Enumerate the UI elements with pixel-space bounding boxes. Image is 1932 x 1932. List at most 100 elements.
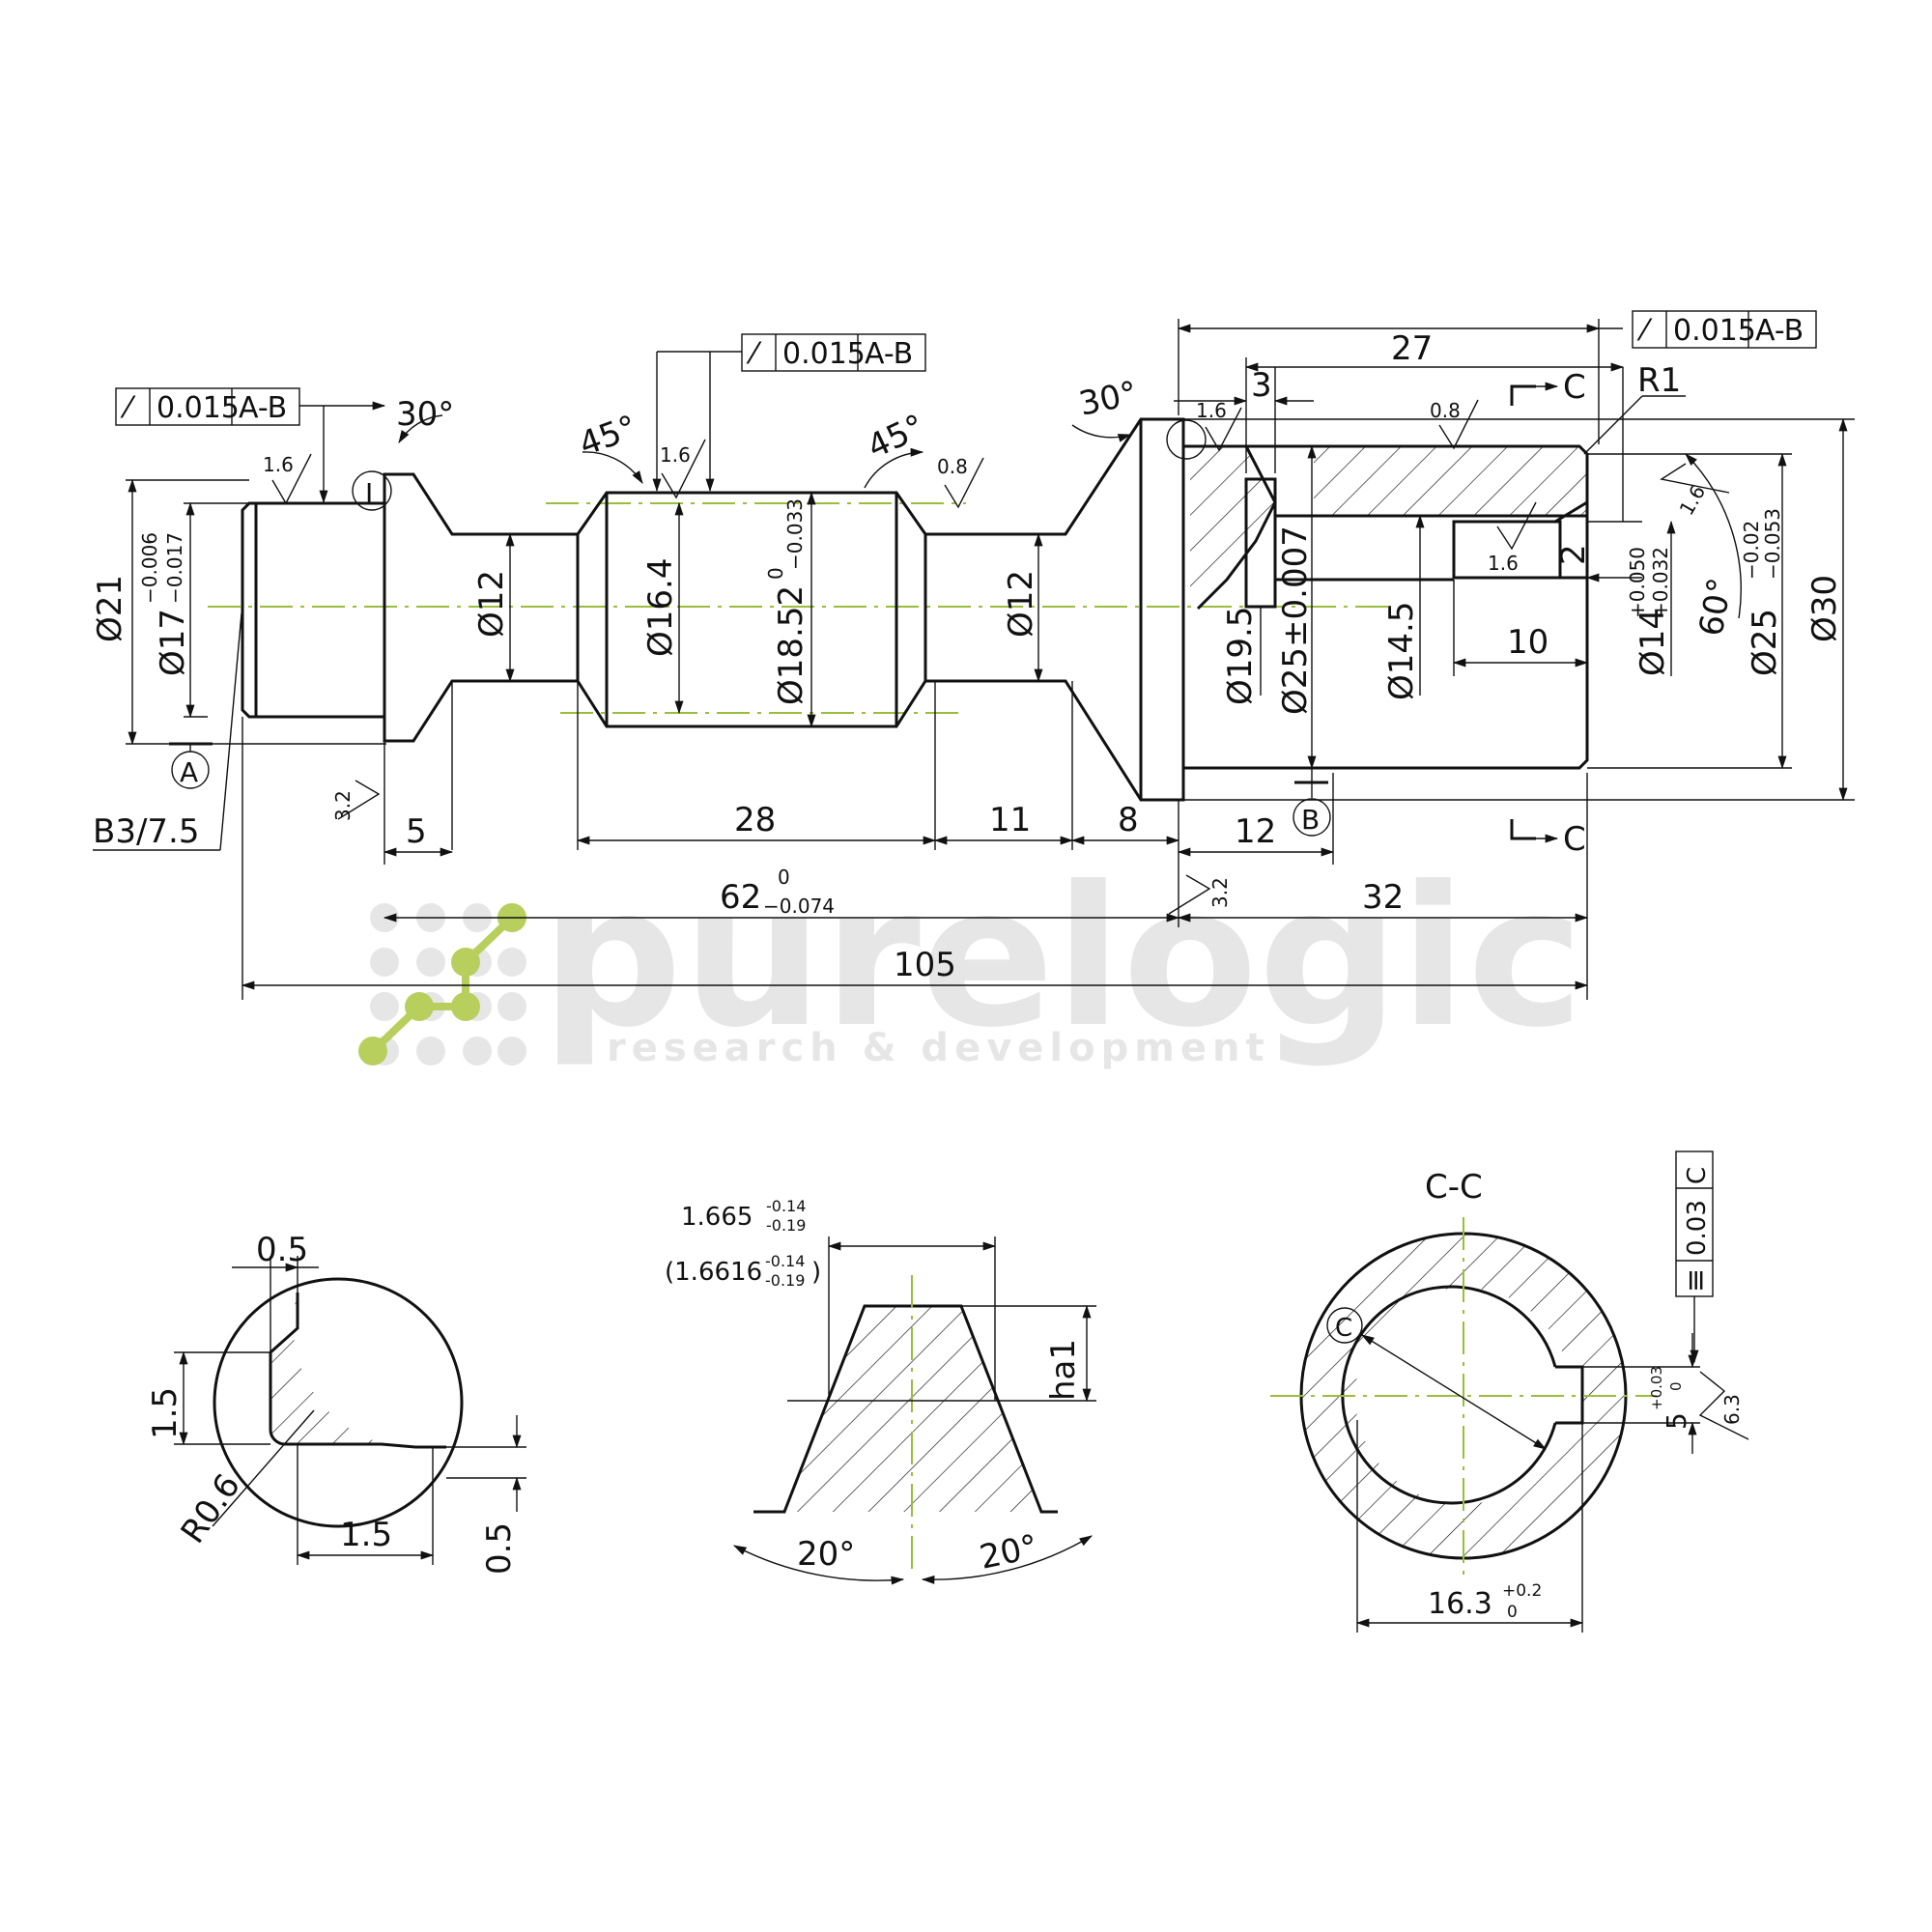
section-key-tol-lower: 0: [1667, 1381, 1685, 1391]
hatched-break: [1190, 446, 1275, 609]
section-cut-label-top: C: [1563, 368, 1586, 407]
dim-len-8: 8: [1118, 801, 1139, 839]
tooth-angle-right: 20°: [977, 1527, 1041, 1577]
dim-d18-52-tol-upper: 0: [764, 567, 787, 580]
groove-w-top: 0.5: [256, 1231, 308, 1269]
dim-angle-30-right: 30°: [1076, 374, 1141, 424]
watermark: purelogic research & development: [358, 845, 1584, 1070]
dim-d19-5: Ø19.5: [1221, 607, 1260, 705]
tooth-angle-left: 20°: [797, 1535, 855, 1574]
dim-len-105: 105: [894, 946, 956, 984]
dim-d25-tol-upper: −0.02: [1740, 521, 1763, 580]
roughness-6-3: 6.3: [1720, 1394, 1744, 1425]
dim-r1: R1: [1637, 361, 1681, 400]
section-title: C-C: [1425, 1168, 1483, 1207]
section-bore: 16.3: [1428, 1587, 1492, 1621]
dim-d16-4: Ø16.4: [641, 558, 680, 657]
svg-text:I: I: [1179, 426, 1187, 458]
dim-d17: Ø17: [154, 609, 192, 676]
runout-icon: ⁄: [746, 337, 762, 371]
groove-radius: R0.6: [174, 1467, 248, 1551]
runout-icon: ⁄: [120, 391, 136, 425]
section-key-tol-upper: +0.03: [1648, 1366, 1665, 1410]
svg-text:I: I: [365, 477, 373, 509]
symmetry-icon: ≡: [1679, 1268, 1713, 1293]
dim-d21: Ø21: [91, 575, 129, 642]
roughness-1-6-c: 1.6: [1196, 399, 1227, 422]
fcf-center-datum: A-B: [865, 337, 913, 371]
fcf-symmetry-tolerance: 0.03: [1683, 1200, 1712, 1256]
section-bore-tol-upper: +0.2: [1502, 1581, 1542, 1601]
watermark-tagline: research & development: [607, 1026, 1270, 1070]
dim-angle-45-left: 45°: [574, 408, 641, 464]
roughness-1-6-d: 1.6: [1488, 552, 1519, 575]
dim-d14-5: Ø14.5: [1382, 602, 1421, 700]
tooth-alt-suffix: ): [811, 1258, 821, 1287]
dim-center-hole: B3/7.5: [93, 812, 199, 851]
fcf-right: ⁄ 0.015 A-B: [1632, 310, 1817, 349]
fcf-center: ⁄ 0.015 A-B: [652, 333, 926, 493]
detail-groove: 0.5 1.5 R0.6 1.5 0.5: [146, 1231, 526, 1575]
cone-edge: [1554, 500, 1588, 524]
fcf-left-tolerance: 0.015: [156, 391, 240, 425]
dim-d30: Ø30: [1805, 575, 1844, 642]
dim-len-10: 10: [1507, 623, 1548, 662]
dim-len-32: 32: [1362, 878, 1404, 917]
shaft-outline: [241, 417, 1589, 802]
key-slot: [1452, 520, 1562, 580]
dim-len-5: 5: [406, 812, 427, 851]
groove-h-left: 1.5: [146, 1387, 185, 1439]
roughness-0-8-b: 0.8: [1430, 399, 1461, 422]
tooth-chord-tol-lower: -0.19: [766, 1216, 806, 1235]
dim-len-12: 12: [1235, 812, 1276, 851]
section-cc: C-C C 16.3 +0.2 0 5 +0.03 0 6.3 ≡ 0.03: [1270, 1151, 1749, 1633]
dim-len-62-tol-lower: −0.074: [763, 895, 835, 918]
roughness-1-6-a: 1.6: [263, 453, 294, 476]
dim-d14: Ø14: [1634, 609, 1672, 676]
section-cut-bottom: C: [1510, 819, 1586, 859]
main-dimensions: Ø21 Ø17 −0.006 −0.017 Ø12 Ø16.4 Ø18.52 0…: [91, 319, 1855, 1000]
dim-d25-pm: Ø25±0.007: [1276, 526, 1315, 715]
dim-d25-tol-lower: −0.053: [1761, 508, 1784, 580]
fcf-right-datum: A-B: [1755, 314, 1804, 348]
groove-h-right: 0.5: [480, 1522, 519, 1575]
groove-w-bottom: 1.5: [340, 1516, 392, 1554]
dim-len-62-tol-upper: 0: [778, 866, 790, 889]
datum-a-label: A: [180, 756, 198, 788]
dim-d17-tol-lower: −0.017: [163, 532, 186, 604]
datum-b: B: [1293, 768, 1331, 837]
roughness-1-6-e: 1.6: [1675, 481, 1711, 520]
dim-angle-30-left: 30°: [396, 395, 454, 434]
runout-icon: ⁄: [1636, 314, 1653, 348]
roughness-3-2-b: 3.2: [1208, 877, 1232, 908]
fcf-right-tolerance: 0.015: [1673, 314, 1756, 348]
tooth-alt-tol-lower: -0.19: [765, 1271, 805, 1290]
dim-len-28: 28: [734, 801, 776, 839]
detail-tooth: ha1 1.665 -0.14 -0.19 (1.6616 -0.14 -0.1…: [665, 1197, 1096, 1585]
dim-d14-tol-upper: +0.050: [1626, 547, 1649, 618]
roughness-symbols: 1.6 1.6 0.8 1.6 0.8 1.6 1.6 3.2 3.2: [263, 399, 1730, 915]
dim-d12-right: Ø12: [1002, 570, 1040, 638]
section-circle-label: C: [1335, 1314, 1352, 1343]
dim-d18-52-tol-lower: −0.033: [783, 498, 807, 570]
dim-angle-45-right: 45°: [862, 407, 931, 467]
section-cut-top: C: [1510, 368, 1586, 407]
roughness-3-2-a: 3.2: [331, 790, 355, 821]
dim-len-27: 27: [1391, 329, 1433, 368]
fcf-left-datum: A-B: [239, 391, 287, 425]
section-bore-tol-lower: 0: [1507, 1603, 1518, 1622]
dim-d17-tol-upper: −0.006: [138, 532, 161, 604]
detail-marker-2: I: [1166, 419, 1207, 460]
main-view: [208, 417, 1589, 802]
tooth-alt-prefix: (1.6616: [665, 1258, 762, 1287]
roughness-0-8-a: 0.8: [937, 455, 968, 478]
dim-len-62: 62: [720, 878, 761, 917]
hatched-wall-top: [1314, 446, 1587, 516]
tooth-chord: 1.665: [681, 1203, 753, 1232]
datum-a: A: [169, 742, 213, 789]
dim-len-11: 11: [989, 801, 1031, 839]
dim-d14-tol-lower: +0.032: [1649, 547, 1672, 618]
dim-len-3: 3: [1251, 366, 1272, 405]
tooth-chord-tol-upper: -0.14: [766, 1197, 806, 1215]
